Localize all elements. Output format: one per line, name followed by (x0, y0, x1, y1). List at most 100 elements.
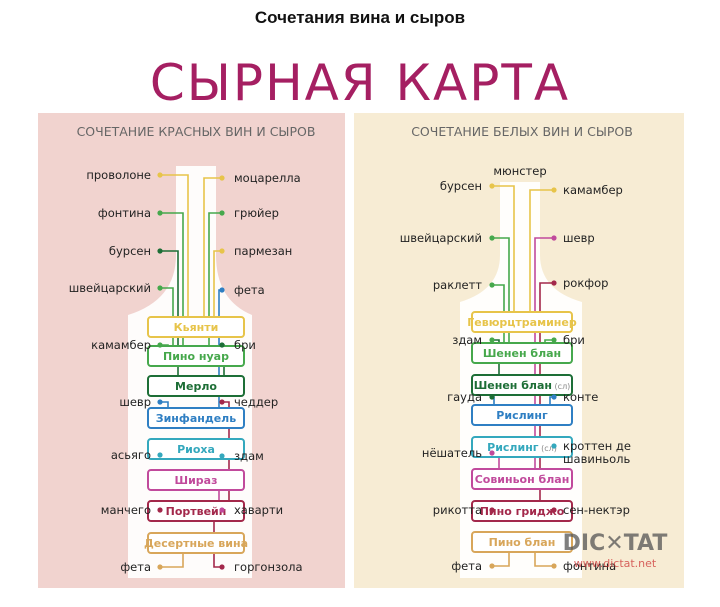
wine-box (471, 468, 573, 490)
wine-label: Пино нуар (147, 345, 245, 367)
cheese-label: хаварти (234, 503, 283, 517)
wine-label: Пино блан (471, 531, 573, 553)
red-left-cheeses: проволонефонтинабурсеншвейцарскийкамамбе… (69, 168, 163, 574)
watermark: DIC✕TAT www.dictat.net (563, 531, 668, 570)
wine-name: Десертные вина (144, 537, 248, 550)
wine-label: Гевюрцтраминер (467, 311, 577, 333)
cheese-dot (219, 175, 225, 181)
cheese-label: шевр (119, 395, 151, 409)
wine-box (147, 375, 245, 397)
cheese-label: асьяго (111, 448, 151, 462)
red-panel-heading: СОЧЕТАНИЕ КРАСНЫХ ВИН И СЫРОВ (77, 124, 316, 139)
wine-name: Зинфандель (156, 412, 236, 425)
cheese-label: конте (563, 390, 598, 404)
cheese-label: проволоне (86, 168, 151, 182)
cheese-label: швейцарский (400, 231, 482, 245)
cheese-label: здам (234, 449, 264, 463)
wine-name: Рислинг (сл) (487, 441, 557, 454)
wine-name: Мерло (175, 380, 217, 393)
cheese-label: нёшатель (422, 446, 482, 460)
wine-label: Рислинг (471, 404, 573, 426)
cheese-label: фета (451, 559, 482, 573)
poster-title: СЫРНАЯ КАРТА (150, 54, 570, 112)
wine-box (471, 311, 573, 333)
white-wine-panel: СОЧЕТАНИЕ БЕЛЫХ ВИН И СЫРОВ Гевюрцтрамин… (354, 113, 684, 588)
wine-label: Шенен блан (471, 342, 573, 364)
wine-name: Пино блан (489, 536, 556, 549)
cheese-label: бурсен (109, 244, 151, 258)
cheese-label: пармезан (234, 244, 292, 258)
cheese-dot (219, 507, 225, 513)
wine-name: Портвейн (166, 505, 227, 518)
cheese-label: фонтина (563, 559, 616, 573)
cheese-label: шавиньоль (563, 452, 631, 466)
cheese-label: кроттен де (563, 439, 631, 453)
cheese-dot (551, 187, 557, 193)
wine-name: Шенен блан (483, 347, 561, 360)
page-title: Сочетания вина и сыров (254, 8, 466, 27)
cheese-dot (551, 507, 557, 513)
cheese-dot (157, 452, 163, 458)
cheese-dot (157, 564, 163, 570)
cheese-label: рикотта (433, 503, 482, 517)
cheese-dot (489, 337, 495, 343)
wine-box (471, 342, 573, 364)
watermark-logo: DIC✕TAT (563, 531, 668, 556)
cheese-dot (219, 210, 225, 216)
wine-tag: (сл) (552, 382, 570, 391)
wine-name: Риоха (177, 443, 215, 456)
wine-box (147, 316, 245, 338)
cheese-label: здам (452, 333, 482, 347)
wine-label: Пино гриджо (471, 500, 573, 522)
cheese-dot (157, 248, 163, 254)
wine-label: Совиньон блан (471, 468, 573, 490)
cheese-label: фонтина (98, 206, 151, 220)
cheese-dot (551, 443, 557, 449)
cheese-label: фета (234, 283, 265, 297)
wine-box (471, 531, 573, 553)
red-wine-panel: СОЧЕТАНИЕ КРАСНЫХ ВИН И СЫРОВ КьянтиПино… (38, 113, 345, 588)
wine-label: Десертные вина (144, 532, 248, 554)
wine-box (147, 532, 245, 554)
cheese-label: чеддер (234, 395, 278, 409)
cheese-dot (219, 287, 225, 293)
cheese-dot (157, 172, 163, 178)
cheese-dot (219, 342, 225, 348)
wine-box (147, 500, 245, 522)
wine-name: Шенен блан (сл) (474, 379, 571, 392)
cheese-dot (489, 183, 495, 189)
cheese-dot (489, 282, 495, 288)
cheese-label: грюйер (234, 206, 279, 220)
wine-name: Совиньон блан (475, 473, 570, 486)
red-right-cheeses: моцареллагрюйерпармезанфетабричеддерздам… (219, 171, 303, 574)
cheese-label: бри (234, 338, 256, 352)
cheese-dot (219, 248, 225, 254)
cheese-dot (157, 210, 163, 216)
wine-box (147, 469, 245, 491)
cheese-dot (551, 235, 557, 241)
wine-name: Шираз (175, 474, 218, 487)
wine-label: Портвейн (147, 500, 245, 522)
cheese-label: горгонзола (234, 560, 303, 574)
cheese-label: камамбер (563, 183, 623, 197)
cheese-dot (551, 394, 557, 400)
cheese-dot (157, 285, 163, 291)
wine-label: Риоха (147, 438, 245, 460)
cheese-dot (219, 564, 225, 570)
top-cheese-label: мюнстер (493, 164, 546, 178)
cheese-label: гауда (447, 390, 482, 404)
watermark-url: www.dictat.net (574, 557, 657, 570)
wine-box (147, 345, 245, 367)
cheese-dot (157, 342, 163, 348)
cheese-dot (219, 399, 225, 405)
cheese-label: фета (120, 560, 151, 574)
white-panel-heading: СОЧЕТАНИЕ БЕЛЫХ ВИН И СЫРОВ (411, 124, 633, 139)
cheese-dot (157, 399, 163, 405)
cheese-label: шевр (563, 231, 595, 245)
cheese-dot (489, 507, 495, 513)
wine-name: Рислинг (496, 409, 548, 422)
wine-box (147, 438, 245, 460)
